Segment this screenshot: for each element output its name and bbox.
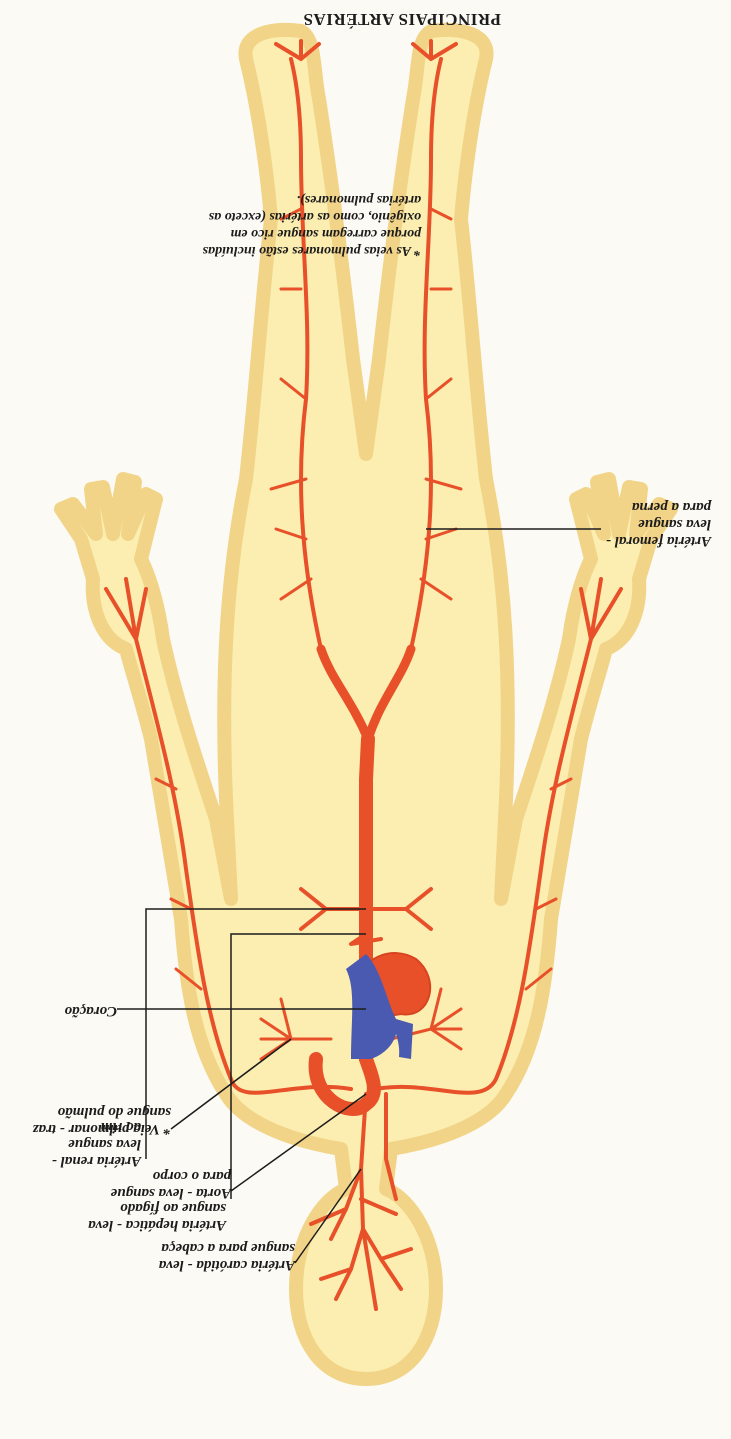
label-coracao: Coração <box>65 1002 118 1019</box>
label-arteria-carotida: Artéria carótida - leva sangue para a ca… <box>159 1239 295 1273</box>
label-aorta: Aorta - leva sangue para o corpo <box>111 1167 231 1201</box>
label-arteria-renal: Artéria renal - leva sangue ao rim <box>52 1118 141 1169</box>
label-arteria-hepatica: Artéria hepática - leva sangue ao fígado <box>88 1199 226 1233</box>
label-arteria-femoral: Artéria femoral - leva sangue para a per… <box>606 498 711 549</box>
pulmonary-veins-note: * As veias pulmonares estão incluídas po… <box>203 191 421 259</box>
diagram-title: PRINCIPAIS ARTÉRIAS <box>303 9 501 29</box>
